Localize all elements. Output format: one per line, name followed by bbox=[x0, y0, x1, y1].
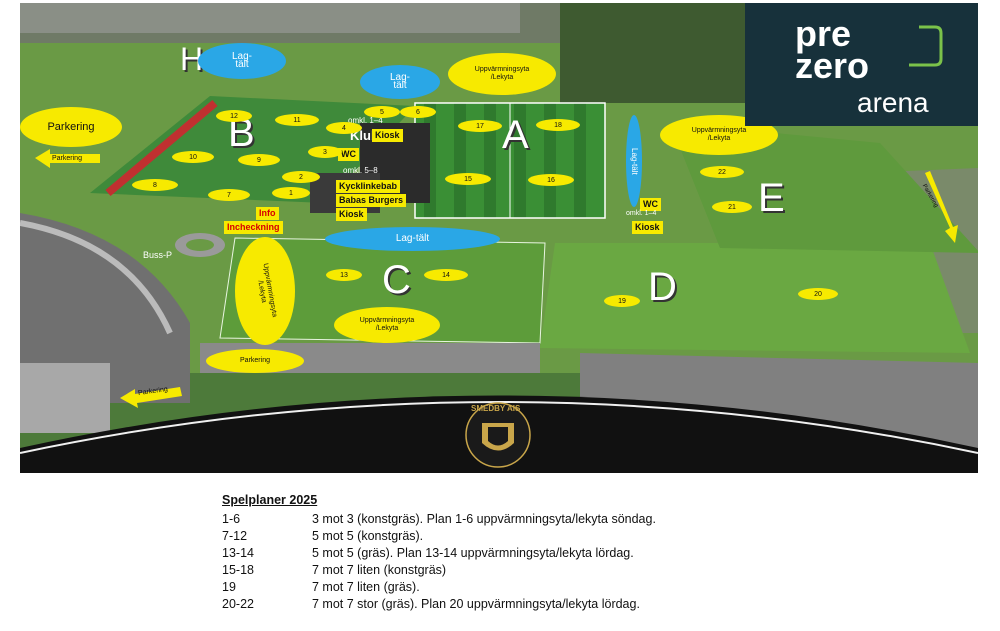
kiosk-top-label: Kiosk bbox=[372, 129, 403, 142]
pitch-legend: Spelplaner 2025 1-6 3 mot 3 (konstgräs). … bbox=[222, 493, 656, 613]
bus-parking-label: Buss-P bbox=[143, 250, 173, 260]
pitch-4: 4 bbox=[326, 122, 362, 134]
legend-range: 15-18 bbox=[222, 563, 254, 577]
pitch-11: 11 bbox=[275, 114, 319, 126]
area-label-h: H bbox=[180, 41, 204, 77]
legend-text: 5 mot 5 (gräs). Plan 13-14 uppvärmningsy… bbox=[312, 546, 634, 560]
team-tent-right: Lag-tält bbox=[626, 115, 642, 207]
pitch-13: 13 bbox=[326, 269, 362, 281]
club-logo-text: SMEDBY AIS bbox=[471, 404, 521, 413]
wc-center-label: WC bbox=[338, 148, 359, 161]
pitch-15: 15 bbox=[445, 173, 491, 185]
kiosk-center-label: Kiosk bbox=[336, 208, 367, 221]
legend-row: 19 7 mot 7 liten (gräs). bbox=[222, 579, 656, 596]
pitch-8: 8 bbox=[132, 179, 178, 191]
legend-row: 7-12 5 mot 5 (konstgräs). bbox=[222, 528, 656, 545]
pitch-9: 9 bbox=[238, 154, 280, 166]
legend-row: 20-22 7 mot 7 stor (gräs). Plan 20 uppvär… bbox=[222, 596, 656, 613]
pitch-6: 6 bbox=[400, 106, 436, 118]
pitch-20: 20 bbox=[798, 288, 838, 300]
team-tent-h: Lag- tält bbox=[198, 43, 286, 79]
area-label-d: D bbox=[648, 265, 677, 309]
pitch-10: 10 bbox=[172, 151, 214, 163]
brand-line-zero: zero bbox=[795, 45, 870, 86]
legend-range: 7-12 bbox=[222, 529, 248, 543]
legend-row: 1-6 3 mot 3 (konstgräs). Plan 1-6 uppvärm… bbox=[222, 511, 656, 528]
info-label: Info bbox=[256, 207, 279, 220]
pitch-7: 7 bbox=[208, 189, 250, 201]
warmup-area-top: Uppvärmningsyta /Lekyta bbox=[448, 53, 556, 95]
legend-row: 15-18 7 mot 7 liten (konstgräs) bbox=[222, 562, 656, 579]
brand-line-pre: pre bbox=[795, 13, 852, 54]
legend-range: 1-6 bbox=[222, 512, 241, 526]
legend-row: 13-14 5 mot 5 (gräs). Plan 13-14 uppvärmn… bbox=[222, 545, 656, 562]
pitch-16: 16 bbox=[528, 174, 574, 186]
parking-area-bottom: Parkering bbox=[206, 349, 304, 373]
pitch-17: 17 bbox=[458, 120, 502, 132]
parking-area-big: Parkering bbox=[20, 107, 122, 147]
pitch-12: 12 bbox=[216, 110, 252, 122]
team-tent-center: Lag-tält bbox=[325, 227, 500, 251]
pitch-22: 22 bbox=[700, 166, 744, 178]
warmup-area-bottom: Uppvärmningsyta /Lekyta bbox=[334, 307, 440, 343]
changing-room-right-label: omkl. 1–4 bbox=[626, 210, 657, 217]
pitch-1: 1 bbox=[272, 187, 310, 199]
area-label-c: C bbox=[382, 258, 411, 302]
food-babas-label: Babas Burgers bbox=[336, 194, 407, 207]
prezero-arena-logo: pre zero arena bbox=[745, 3, 978, 126]
warmup-area-left: Uppvärmningsyta /Lekyta bbox=[235, 237, 295, 345]
changing-room-1-4-label: omkl. 1–4 bbox=[348, 116, 383, 125]
area-label-a: A bbox=[502, 113, 529, 157]
legend-text: 7 mot 7 liten (gräs). bbox=[312, 580, 420, 594]
legend-range: 13-14 bbox=[222, 546, 254, 560]
pitch-18: 18 bbox=[536, 119, 580, 131]
food-kycklinge-label: Kycklinkebab bbox=[336, 180, 401, 193]
legend-range: 19 bbox=[222, 580, 236, 594]
legend-range: 20-22 bbox=[222, 597, 254, 611]
parking-arrow-left-label: Parkering bbox=[52, 155, 82, 162]
legend-text: 5 mot 5 (konstgräs). bbox=[312, 529, 424, 543]
pitch-2: 2 bbox=[282, 171, 320, 183]
pitch-21: 21 bbox=[712, 201, 752, 213]
changing-room-5-8-label: omkl. 5–8 bbox=[343, 166, 378, 175]
checkin-label: Incheckning bbox=[224, 221, 283, 234]
wc-right-label: WC bbox=[640, 198, 661, 211]
legend-text: 7 mot 7 stor (gräs). Plan 20 uppvärmning… bbox=[312, 597, 640, 611]
team-tent-top: Lag- tält bbox=[360, 65, 440, 99]
area-label-e: E bbox=[758, 176, 785, 220]
brand-line-arena: arena bbox=[857, 87, 929, 118]
legend-text: 3 mot 3 (konstgräs). Plan 1-6 uppvärmnin… bbox=[312, 512, 656, 526]
pitch-5: 5 bbox=[364, 106, 400, 118]
brand-bracket-icon bbox=[909, 25, 943, 67]
pitch-3: 3 bbox=[308, 146, 342, 158]
legend-title: Spelplaner 2025 bbox=[222, 493, 318, 507]
pitch-19: 19 bbox=[604, 295, 640, 307]
pitch-14: 14 bbox=[424, 269, 468, 281]
legend-text: 7 mot 7 liten (konstgräs) bbox=[312, 563, 447, 577]
kiosk-right-label: Kiosk bbox=[632, 221, 663, 234]
